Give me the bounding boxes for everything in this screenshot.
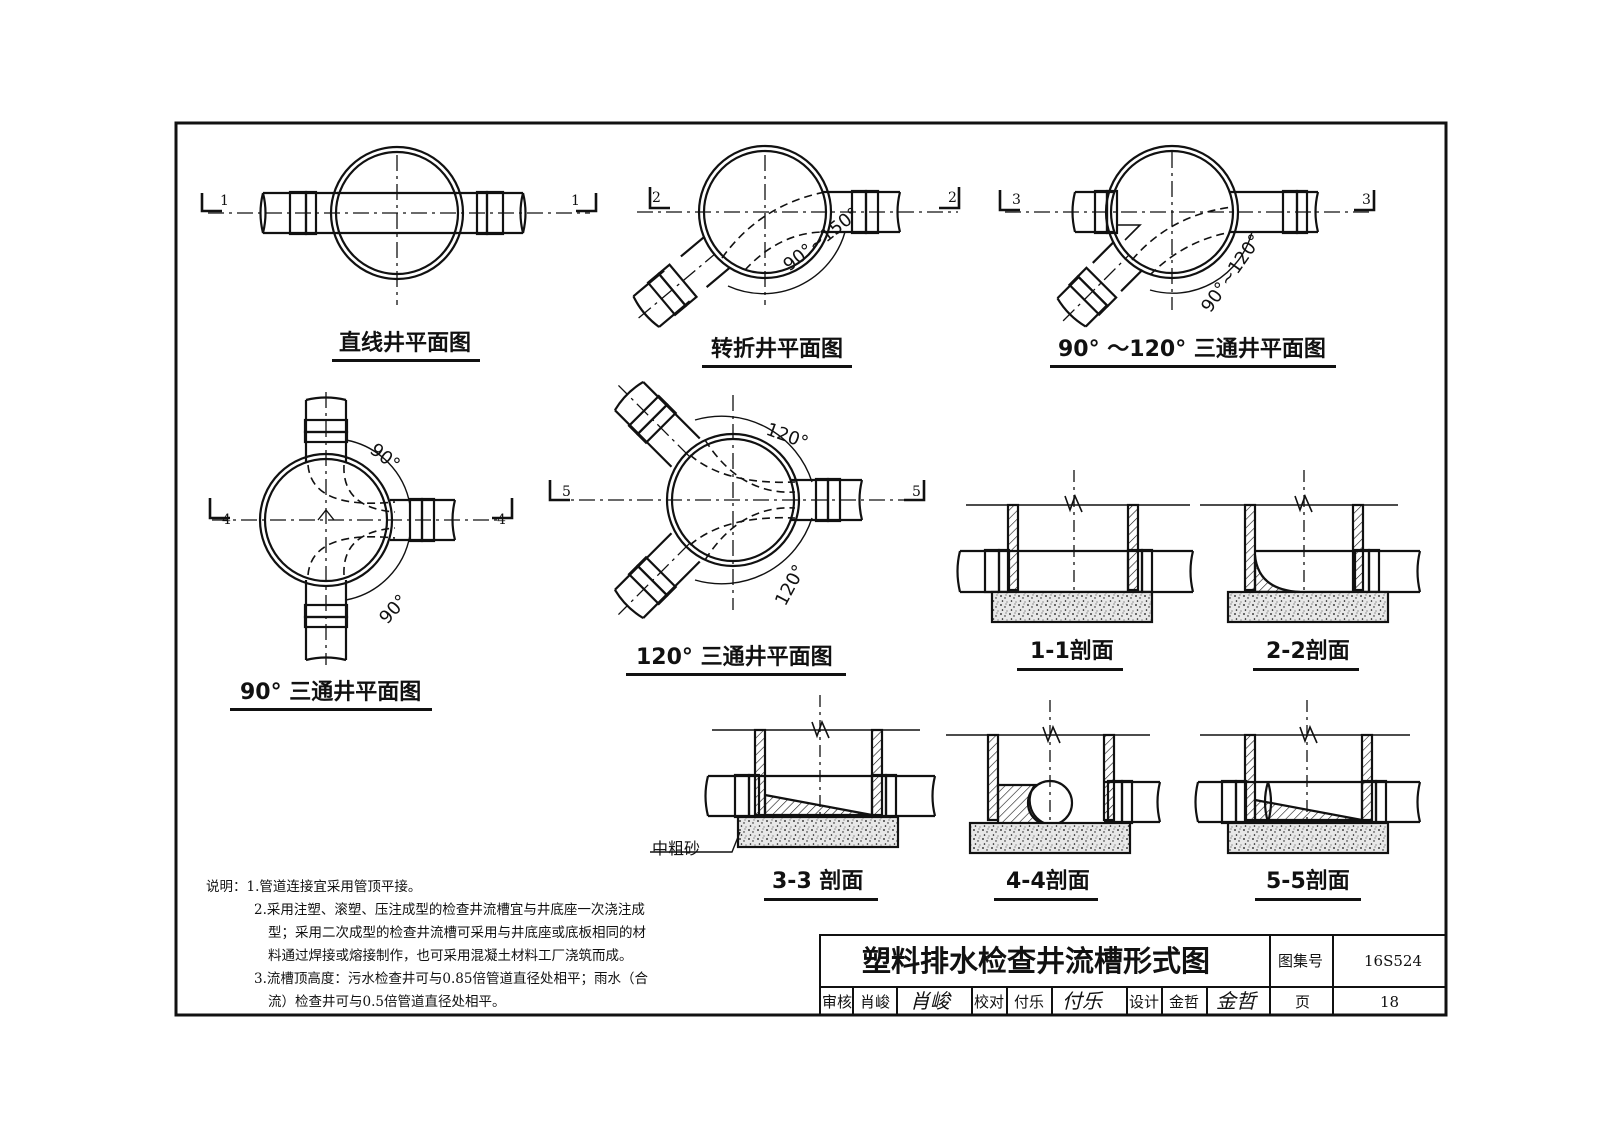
mark-4-right: 4 <box>497 512 506 528</box>
title-tee-90-120-plan: 90° ～120° 三通井平面图 <box>1058 337 1326 362</box>
mark-2-right: 2 <box>948 190 957 206</box>
plan-bend <box>632 144 961 328</box>
underline-s4 <box>994 898 1098 901</box>
underline-s2 <box>1253 668 1359 671</box>
plan-tee-90-120 <box>998 144 1376 328</box>
title-section-2-2: 2-2剖面 <box>1266 639 1350 664</box>
underline-s3 <box>764 898 878 901</box>
title-tee-90-plan: 90° 三通井平面图 <box>240 680 422 705</box>
title-block-frame <box>819 934 1446 1015</box>
drawing-title: 塑料排水检查井流槽形式图 <box>862 944 1211 978</box>
note-line-1: 说明：1.管道连接宜采用管顶平接。 <box>206 879 422 895</box>
note-line-4: 料通过焊接或熔接制作，也可采用混凝土材料工厂浇筑而成。 <box>268 948 633 964</box>
mark-3-right: 3 <box>1362 192 1371 208</box>
plan-straight <box>200 145 598 305</box>
section-4-4-drawing <box>946 700 1162 855</box>
designer-signature: 金哲 <box>1216 989 1256 1013</box>
atlas-number: 16S524 <box>1364 952 1422 970</box>
title-section-5-5: 5-5剖面 <box>1266 869 1350 894</box>
note-line-6: 流）检查井可与0.5倍管道直径处相平。 <box>268 994 506 1010</box>
mark-5-right: 5 <box>912 484 921 500</box>
material-label-sand: 中粗砂 <box>652 839 701 858</box>
mark-1-right: 1 <box>571 193 580 209</box>
design-label: 设计 <box>1129 993 1160 1011</box>
note-line-3: 型；采用二次成型的检查井流槽可采用与井底座或底板相同的材 <box>268 925 646 941</box>
check-label: 校对 <box>974 993 1005 1011</box>
mark-5-left: 5 <box>562 484 571 500</box>
title-section-1-1: 1-1剖面 <box>1030 639 1114 664</box>
mark-2-left: 2 <box>652 190 661 206</box>
underline-tee-90-120 <box>1050 365 1336 368</box>
title-section-4-4: 4-4剖面 <box>1006 869 1090 894</box>
section-3-3-drawing <box>650 695 937 853</box>
plan-tee-90 <box>208 392 514 665</box>
sheet-border <box>174 121 1448 1017</box>
underline-s5 <box>1255 898 1361 901</box>
section-1-1-drawing <box>956 470 1195 624</box>
title-straight-plan: 直线井平面图 <box>339 331 472 356</box>
designer-name: 金哲 <box>1169 993 1200 1011</box>
mark-3-left: 3 <box>1012 192 1021 208</box>
section-2-2-drawing <box>1200 470 1422 624</box>
atlas-label: 图集号 <box>1278 952 1324 970</box>
underline-straight <box>332 359 480 362</box>
note-line-2: 2.采用注塑、滚塑、压注成型的检查井流槽宜与井底座一次浇注成 <box>254 902 645 918</box>
section-5-5-drawing <box>1194 700 1422 855</box>
page-label: 页 <box>1295 993 1311 1011</box>
reviewer-signature: 肖峻 <box>910 989 950 1013</box>
underline-bend <box>702 365 852 368</box>
checker-signature: 付乐 <box>1062 989 1102 1013</box>
underline-tee-120 <box>626 673 846 676</box>
checker-name: 付乐 <box>1014 993 1045 1011</box>
reviewer-name: 肖峻 <box>860 993 891 1011</box>
review-label: 审核 <box>822 993 853 1011</box>
underline-s1 <box>1017 668 1123 671</box>
title-section-3-3: 3-3 剖面 <box>772 869 864 894</box>
underline-tee-90 <box>230 708 432 711</box>
note-line-5: 3.流槽顶高度：污水检查井可与0.85倍管道直径处相平；雨水（合 <box>254 971 648 987</box>
mark-4-left: 4 <box>222 512 231 528</box>
plan-tee-120 <box>548 380 926 620</box>
title-bend-plan: 转折井平面图 <box>711 337 844 362</box>
mark-1-left: 1 <box>220 193 229 209</box>
title-tee-120-plan: 120° 三通井平面图 <box>636 645 833 670</box>
page-number: 18 <box>1380 993 1400 1011</box>
